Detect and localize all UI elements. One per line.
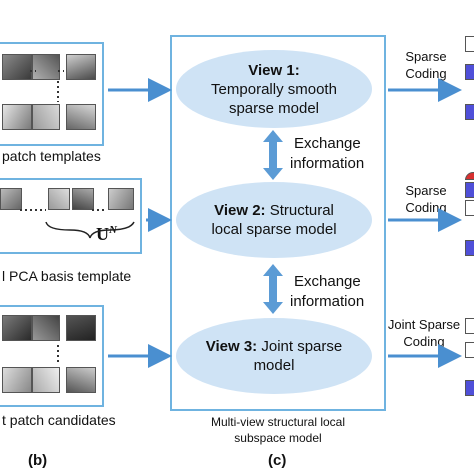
- exchange-arrow-1: [263, 130, 283, 180]
- coef-cell: [465, 172, 474, 180]
- template-patch: [66, 104, 96, 130]
- sparse-coding-1: Sparse Coding: [405, 49, 447, 81]
- view2-title-line: View 2: Structural: [214, 202, 334, 219]
- basis-formula-base: U: [96, 224, 109, 244]
- template-patch: [66, 54, 96, 80]
- exchange-arrow-2: [263, 264, 283, 314]
- coef-cell: [465, 64, 474, 80]
- model-caption: Multi-view structural local subspace mod…: [210, 415, 346, 445]
- template-patch: [32, 104, 60, 130]
- view1-line3: sparse model: [228, 99, 320, 117]
- coef-cell: [465, 200, 474, 216]
- coef-cell: [465, 240, 474, 256]
- pca-basis-caption: l PCA basis template: [2, 268, 132, 284]
- sparse-coding-2: Sparse Coding: [405, 183, 447, 215]
- template-patch: [2, 104, 32, 130]
- label-c: (c): [268, 452, 287, 469]
- pca-basis-frame: UN: [0, 178, 142, 254]
- candidate-patch: [66, 367, 96, 393]
- label-b: (b): [28, 452, 48, 469]
- view1-title: View 1:: [248, 61, 300, 79]
- patch-candidates-frame: [0, 305, 104, 407]
- view2-line2: local sparse model: [211, 221, 337, 238]
- candidate-patch: [32, 315, 60, 341]
- candidate-patch: [66, 315, 96, 341]
- basis-patch: [48, 188, 70, 210]
- coef-cell: [465, 104, 474, 120]
- patch-templates-frame: [0, 42, 104, 146]
- view3-title-line: View 3: Joint sparse: [205, 338, 343, 355]
- dotted-connectors: [20, 70, 106, 364]
- view1-ellipse: View 1: Temporally smooth sparse model: [176, 50, 372, 128]
- exchange-info-2: Exchange information: [290, 273, 365, 310]
- basis-patch: [0, 188, 22, 210]
- candidate-patch: [2, 315, 32, 341]
- view3-line2: model: [253, 357, 295, 374]
- template-patch: [2, 54, 32, 80]
- basis-patch: [72, 188, 94, 210]
- joint-sparse-coding: Joint Sparse Coding: [387, 317, 461, 349]
- exchange-info-1: Exchange information: [290, 135, 365, 172]
- view1-line2: Temporally smooth: [211, 80, 337, 98]
- coef-cell: [465, 380, 474, 396]
- template-patch: [32, 54, 60, 80]
- patch-templates-caption: patch templates: [2, 148, 101, 164]
- coef-cell: [465, 182, 474, 198]
- view2-ellipse: View 2: Structural local sparse model: [176, 182, 372, 258]
- view3-ellipse: View 3: Joint sparse model: [176, 318, 372, 394]
- basis-brace: [45, 221, 135, 239]
- patch-candidates-caption: t patch candidates: [2, 412, 116, 428]
- candidate-patch: [32, 367, 60, 393]
- coef-cell: [465, 342, 474, 358]
- basis-patch: [108, 188, 134, 210]
- candidate-patch: [2, 367, 32, 393]
- coef-cell: [465, 318, 474, 334]
- coef-cell: [465, 36, 474, 52]
